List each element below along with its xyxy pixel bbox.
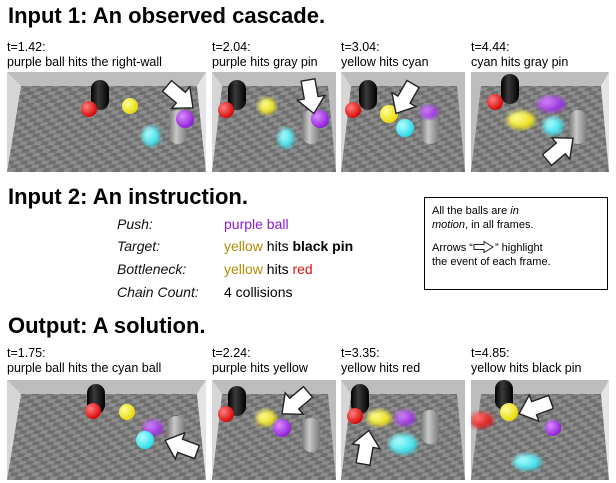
section3-title: Output: A solution. <box>8 313 206 338</box>
out-scene-frame-4 <box>471 380 609 480</box>
out-frame1-time: t=1.75: <box>7 346 46 360</box>
frame4-time: t=4.44: <box>471 40 510 54</box>
frame4-caption: cyan hits gray pin <box>471 55 569 69</box>
note-line-3: Arrows “” highlight <box>432 240 543 254</box>
scene-frame-3 <box>341 72 465 172</box>
out-frame1-caption: purple ball hits the cyan ball <box>7 361 162 375</box>
arrow-icon <box>473 240 494 254</box>
out-scene-frame-3 <box>341 380 465 480</box>
out-frame4-time: t=4.85: <box>471 346 510 360</box>
note-line-2: motion, in all frames. <box>432 219 534 231</box>
out-scene-frame-1 <box>7 380 206 480</box>
out-frame2-caption: purple hits yellow <box>212 361 308 375</box>
out-frame2-time: t=2.24: <box>212 346 251 360</box>
push-value: purple ball <box>224 216 289 232</box>
target-value: yellow hits black pin <box>224 238 354 254</box>
frame1-time: t=1.42: <box>7 40 46 54</box>
bottleneck-value: yellow hits red <box>224 261 313 277</box>
out-scene-frame-2 <box>212 380 336 480</box>
section2-title: Input 2: An instruction. <box>8 184 248 209</box>
chain-label: Chain Count: <box>117 284 199 300</box>
scene-frame-2 <box>212 72 336 172</box>
bottleneck-label: Bottleneck: <box>117 261 187 277</box>
note-box: All the balls are in motion, in all fram… <box>424 197 608 290</box>
frame1-caption: purple ball hits the right-wall <box>7 55 162 69</box>
scene-frame-1 <box>7 72 206 172</box>
frame3-time: t=3.04: <box>341 40 380 54</box>
note-line-1: All the balls are in <box>432 205 519 217</box>
frame2-time: t=2.04: <box>212 40 251 54</box>
frame3-caption: yellow hits cyan <box>341 55 429 69</box>
out-frame3-time: t=3.35: <box>341 346 380 360</box>
target-label: Target: <box>117 238 161 254</box>
chain-value: 4 collisions <box>224 284 293 300</box>
section1-title: Input 1: An observed cascade. <box>8 3 326 28</box>
scene-frame-4 <box>471 72 609 172</box>
frame2-caption: purple hits gray pin <box>212 55 318 69</box>
note-line-4: the event of each frame. <box>432 256 551 268</box>
out-frame4-caption: yellow hits black pin <box>471 361 582 375</box>
out-frame3-caption: yellow hits red <box>341 361 421 375</box>
push-label: Push: <box>117 216 153 232</box>
